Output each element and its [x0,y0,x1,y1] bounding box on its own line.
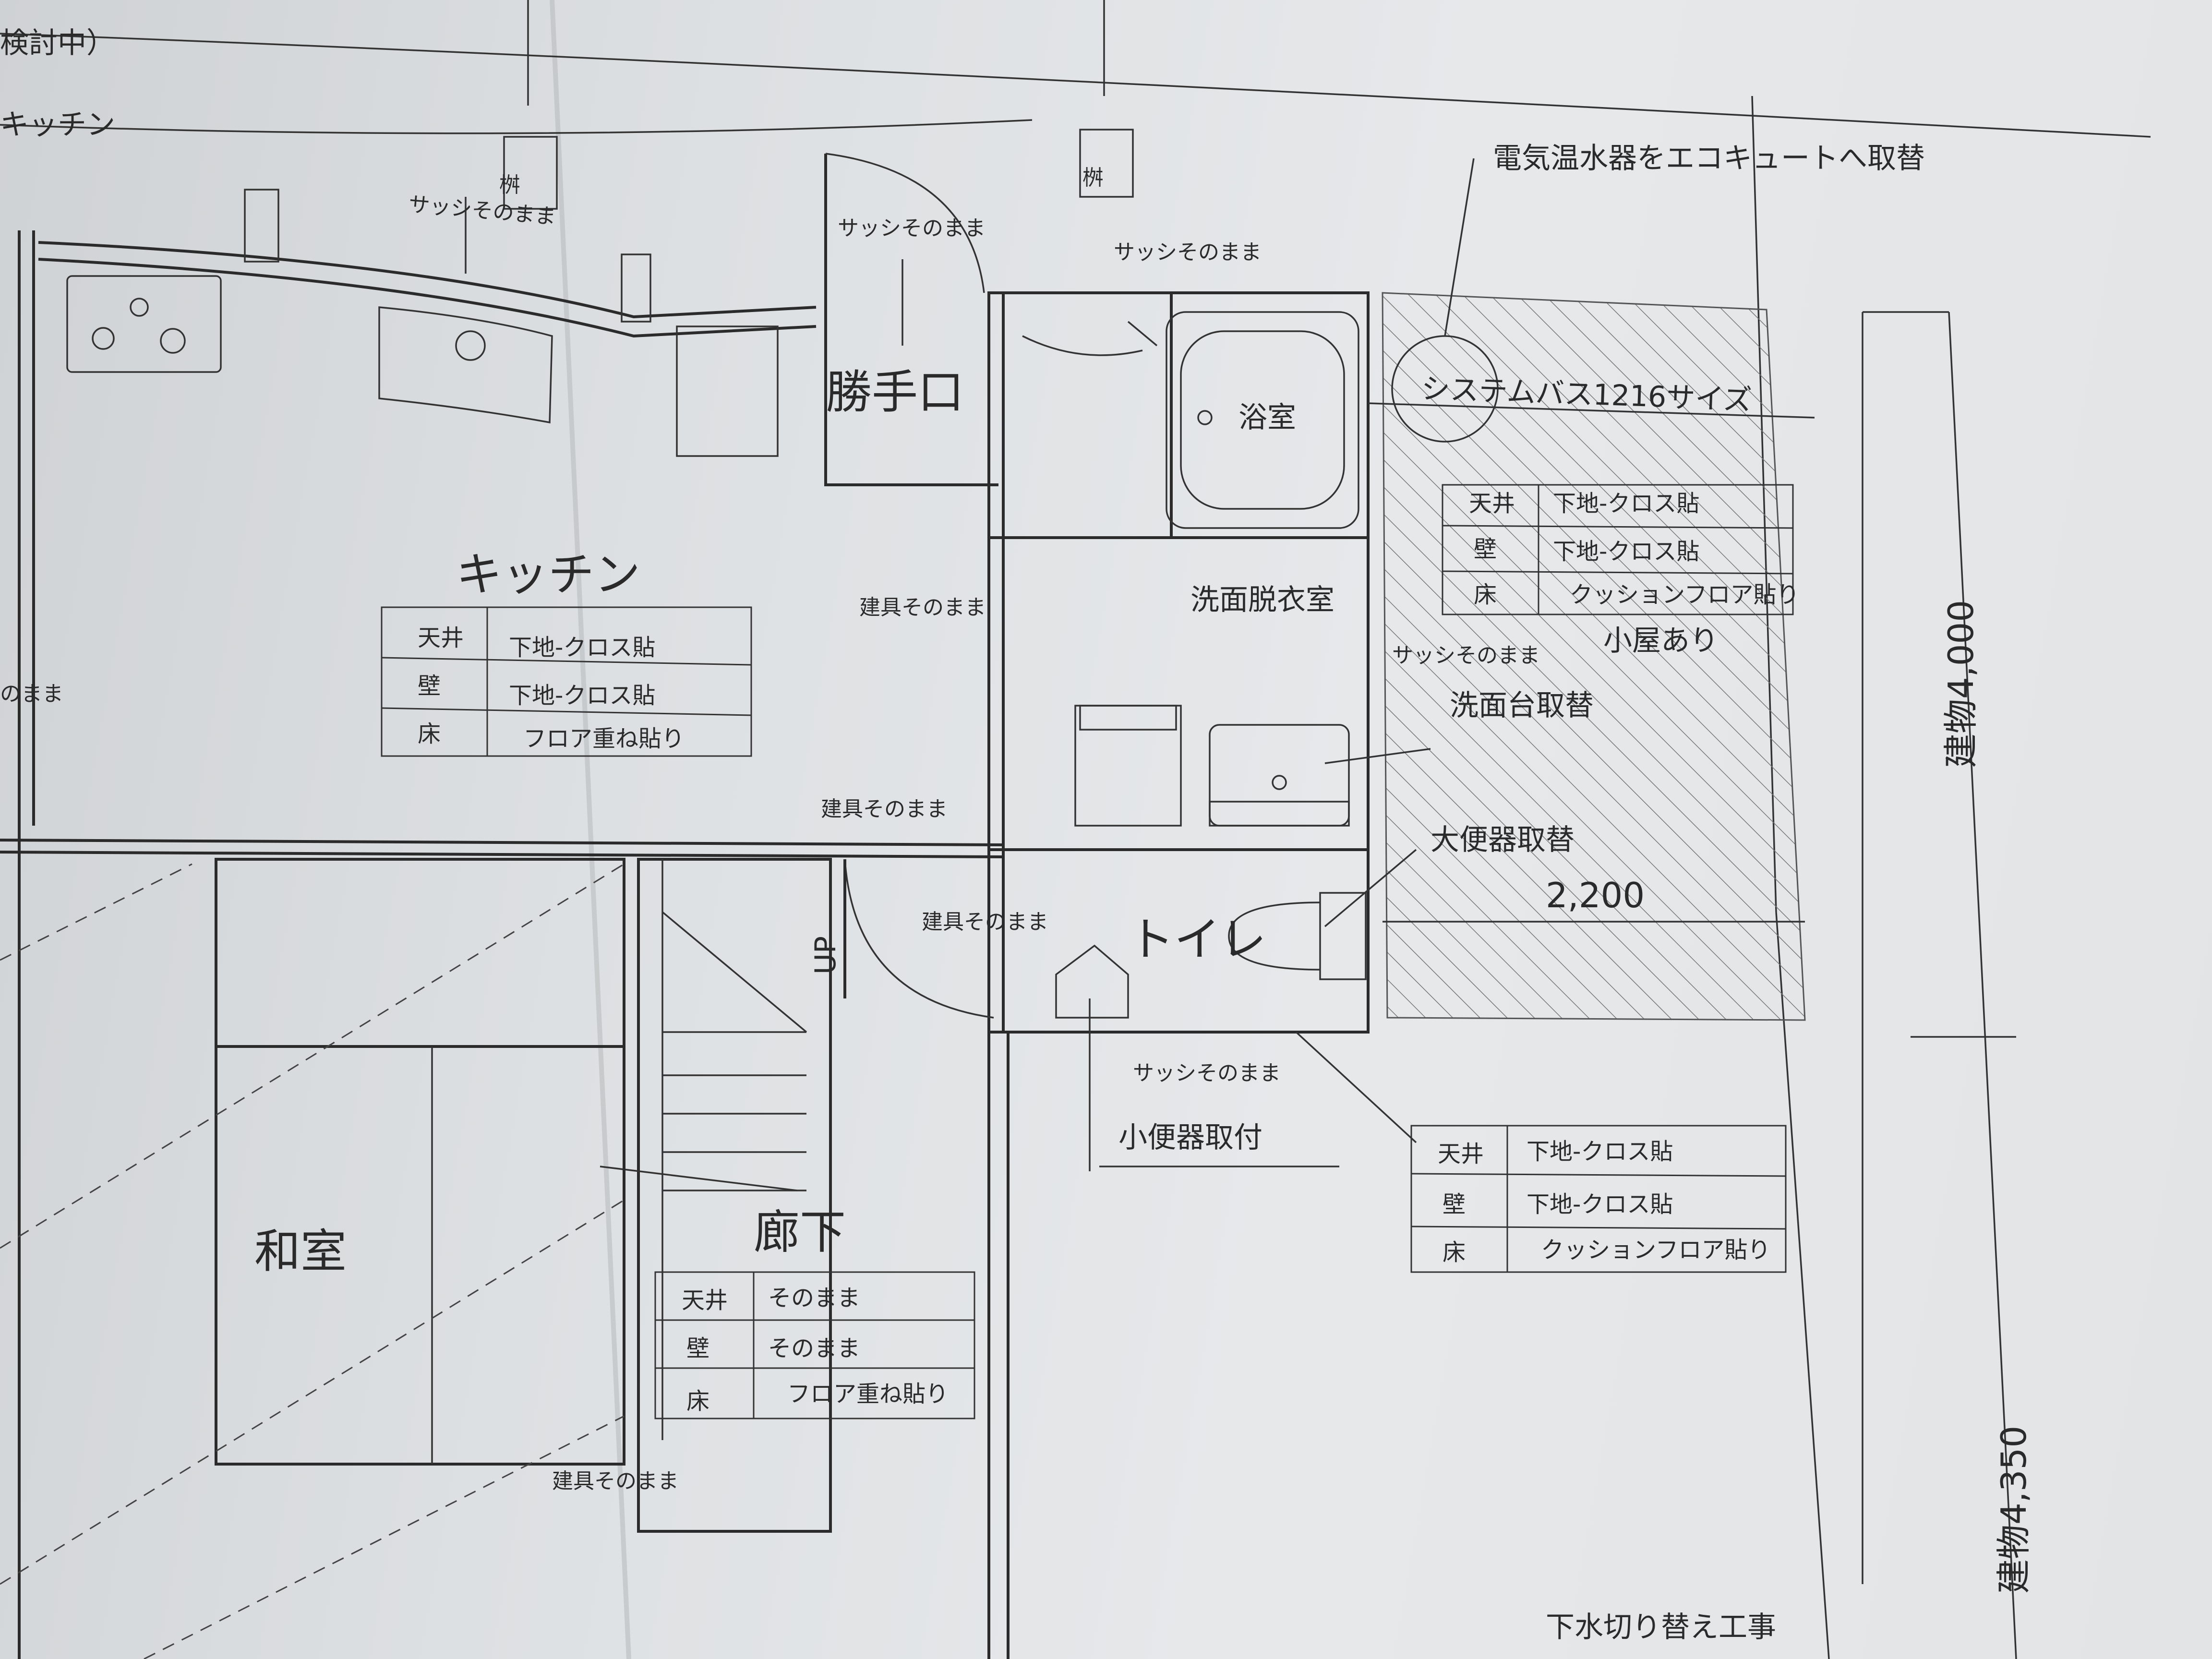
kattekuchi-wall [824,154,998,486]
shower [1022,335,1143,356]
kitchen-wall-post [244,189,279,263]
leader-water-heater [1444,158,1475,337]
staircase [637,858,832,1533]
diagonal-dash [0,863,625,1249]
label-washbasin: 洗面台取替 [1450,689,1594,722]
label-fitting: 建具そのまま [552,1469,679,1493]
table-cell-value: 下地-クロス貼 [1553,538,1699,565]
table-cell-key: 壁 [1443,1191,1466,1218]
table-cell-value: フロア重ね貼り [523,725,685,752]
table-cell-value: そのまま [768,1285,860,1311]
hatched-area [1382,293,1805,1020]
label-masu: 桝 [1082,166,1104,190]
table-cell-key: 天井 [1438,1141,1484,1167]
guide-line [1775,912,1830,1659]
table-cell-value: 下地-クロス貼 [1527,1138,1673,1165]
table-cell-key: 天井 [682,1287,728,1314]
boundary-line-upper [0,119,1033,134]
label-toilet-replace: 大便器取替 [1431,823,1575,857]
label-sewer: 下水切り替え工事 [1546,1611,1776,1644]
stove [66,275,222,373]
finish-table-toilet: 天井 下地-クロス貼 壁 下地-クロス貼 床 クッションフロア貼り [1410,1125,1787,1273]
fridge [676,325,779,457]
room-kitchen: キッチン [456,548,640,601]
room-corridor: 廊下 [754,1205,846,1259]
urinal [1055,944,1129,1019]
room-toilet: トイレ [1128,913,1266,966]
kitchen-wall-top [38,241,817,319]
label-sash: サッシそのまま [1133,1061,1281,1085]
kattekuchi-door-swing [825,153,985,293]
table-cell-value: 下地-クロス貼 [1527,1191,1673,1218]
label-sash: サッシそのまま [408,192,557,229]
paper-fold [550,0,631,1659]
table-cell-value: 下地-クロス貼 [509,682,655,709]
finish-table-bath: 天井 下地-クロス貼 壁 下地-クロス貼 床 クッションフロア貼り [1442,484,1800,615]
finish-table-corridor: 天井 そのまま 壁 そのまま 床 フロア重ね貼り [654,1271,975,1419]
masu-box [503,136,558,210]
kitchen-sink [378,306,553,424]
wet-area-block [987,291,1370,1034]
label-fitting: 建具そのまま [922,910,1048,934]
toilet-tank [1319,892,1367,980]
label-fitting: 建具そのまま [859,595,986,620]
table-cell-key: 壁 [686,1335,709,1362]
boundary-line-top [0,33,2151,138]
eco-cute-circle [1391,335,1499,443]
table-cell-key: 天井 [418,625,464,651]
label-sash: サッシそのまま [838,216,986,240]
table-cell-key: 床 [1474,581,1497,608]
kitchen-wall-bottom [0,839,1004,846]
label-dimension-2200: 2,200 [1546,875,1645,915]
masu-box [1079,129,1134,198]
table-cell-value: 下地-クロス貼 [509,634,655,661]
table-cell-key: 床 [1443,1239,1466,1266]
table-cell-value: 下地-クロス貼 [1553,490,1699,517]
toilet-door-swing [844,859,994,1019]
room-washroom: 洗面脱衣室 [1190,583,1334,617]
table-cell-value: そのまま [768,1335,860,1362]
bathtub [1166,311,1359,529]
label-up: UP [809,936,842,974]
table-cell-value: クッションフロア貼り [1541,1237,1771,1263]
label-sash: サッシそのまま [1392,643,1540,668]
label-water-heater: 電気温水器をエコキュートへ取替 [1493,142,1925,175]
table-cell-key: 床 [686,1388,709,1415]
room-kattekuchi: 勝手口 [826,365,964,419]
label-building-4000: 建物4,000 [1941,600,1981,768]
washitsu-wall [215,858,625,1466]
label-top-left: 検討中） [0,26,115,60]
room-bath: 浴室 [1238,401,1296,434]
washing-machine [1074,705,1182,827]
table-cell-value: フロア重ね貼り [787,1381,949,1407]
table-cell-key: 壁 [1474,536,1497,563]
label-left-cut: のまま [0,682,63,706]
table-cell-key: 床 [418,721,441,747]
label-masu: 桝 [499,173,520,197]
label-koya: 小屋あり [1603,624,1719,658]
label-sash: サッシそのまま [1114,240,1262,264]
table-cell-key: 天井 [1469,490,1515,517]
room-washitsu: 和室 [254,1225,347,1278]
label-building-4350: 建物4,350 [1994,1426,2034,1594]
table-cell-value: クッションフロア貼り [1570,581,1800,608]
label-urinal: 小便器取付 [1118,1121,1262,1154]
finish-table-kitchen: 天井 下地-クロス貼 壁 下地-クロス貼 床 フロア重ね貼り [381,606,752,757]
table-cell-key: 壁 [418,673,441,699]
toilet-bowl [1228,902,1321,971]
label-fitting: 建具そのまま [821,797,948,821]
label-top-left-kitchen: キッチン [0,108,115,142]
